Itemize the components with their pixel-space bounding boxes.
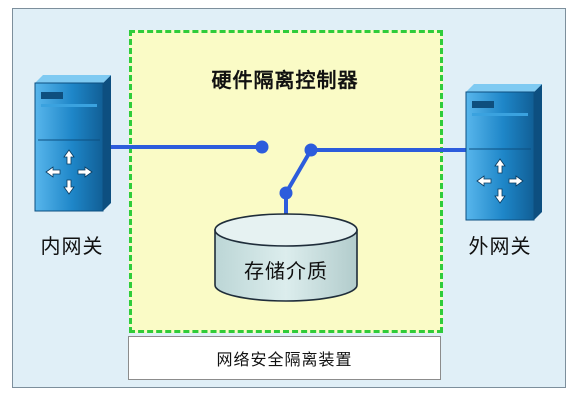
device-label-box: 网络安全隔离装置 (128, 336, 441, 380)
outer-gateway-label: 外网关 (468, 234, 532, 258)
inner-gateway-icon (34, 75, 111, 212)
outer-gateway-icon (465, 84, 542, 221)
inner-switch-contact (255, 140, 269, 154)
storage-cylinder-icon (214, 213, 358, 302)
device-label: 网络安全隔离装置 (216, 350, 353, 369)
outer-switch-contact (304, 143, 318, 157)
switch-arm-line (284, 148, 313, 195)
switch-pivot (279, 186, 293, 200)
inner-gateway-label: 内网关 (40, 234, 104, 258)
controller-title: 硬件隔离控制器 (211, 68, 359, 92)
connection-lines (106, 140, 468, 214)
storage-label: 存储介质 (244, 259, 328, 283)
